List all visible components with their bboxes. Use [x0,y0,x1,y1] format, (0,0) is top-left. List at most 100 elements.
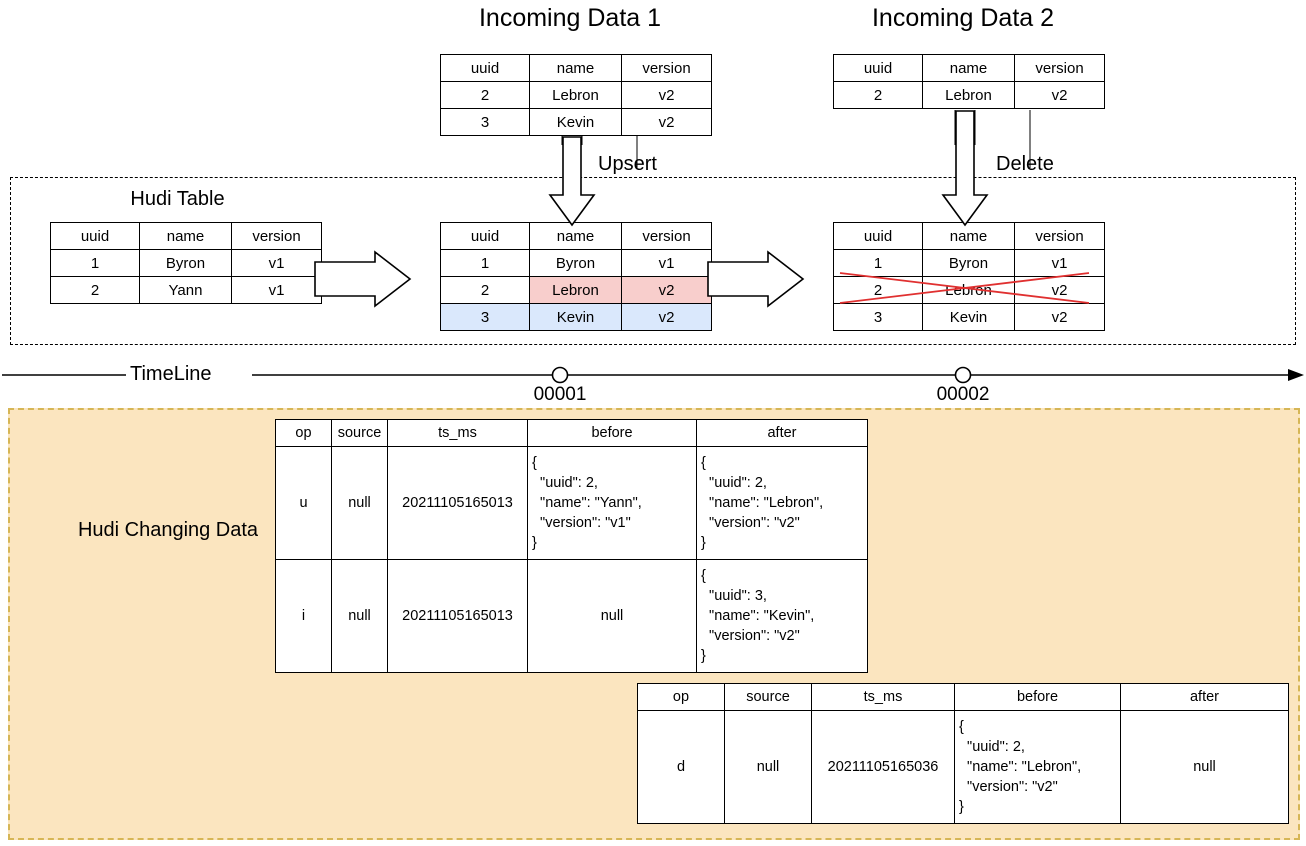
table-row-deleted: 2 Lebron v2 [833,276,1105,304]
column-header-name: name [139,222,232,250]
column-header-after: after [696,419,868,447]
cell-uuid: 2 [833,276,923,304]
hudi-changing-data-label: Hudi Changing Data [77,519,259,541]
cell-version: v2 [1014,276,1105,304]
cell-version: v1 [621,249,712,277]
hudi-table-after-delete: uuid name version 1 Byron v1 2 Lebron v2… [833,222,1105,331]
cell-uuid: 2 [50,276,140,304]
cell-uuid: 1 [833,249,923,277]
cell-version: v1 [231,276,322,304]
column-header-name: name [922,222,1015,250]
column-header-op: op [637,683,725,711]
cell-ts-ms: 20211105165013 [387,559,528,673]
column-header-version: version [1014,54,1105,82]
cell-op: u [275,446,332,560]
cell-uuid: 3 [440,108,530,136]
cell-version: v2 [621,81,712,109]
table-header-row: uuid name version [440,222,712,250]
cdc-row-update: u null 20211105165013 { "uuid": 2, "name… [275,446,868,560]
cell-before: { "uuid": 2, "name": "Yann", "version": … [527,446,697,560]
cell-version: v1 [231,249,322,277]
cell-name: Kevin [529,108,622,136]
table-header-row: uuid name version [833,54,1105,82]
cell-name: Lebron [529,81,622,109]
table-row: 2 Lebron v2 [440,81,712,109]
cell-version: v2 [621,303,712,331]
cell-uuid: 3 [833,303,923,331]
table-row: 3 Kevin v2 [440,108,712,136]
column-header-after: after [1120,683,1289,711]
cell-before: null [527,559,697,673]
table-row: 1 Byron v1 [833,249,1105,277]
table-row-updated: 2 Lebron v2 [440,276,712,304]
incoming-data-1-title: Incoming Data 1 [478,4,662,32]
column-header-name: name [922,54,1015,82]
timeline-label: TimeLine [130,363,212,385]
cdc-row-insert: i null 20211105165013 null { "uuid": 3, … [275,559,868,673]
cell-after: { "uuid": 2, "name": "Lebron", "version"… [696,446,868,560]
hudi-table-container [10,177,1296,345]
table-header-row: uuid name version [833,222,1105,250]
column-header-before: before [527,419,697,447]
cell-name: Kevin [922,303,1015,331]
column-header-source: source [724,683,812,711]
cell-uuid: 3 [440,303,530,331]
cell-before: { "uuid": 2, "name": "Lebron", "version"… [954,710,1121,824]
column-header-uuid: uuid [833,54,923,82]
cdc-table-commit-00002: op source ts_ms before after d null 2021… [637,683,1289,824]
delete-label: Delete [996,153,1054,175]
column-header-ts-ms: ts_ms [387,419,528,447]
column-header-version: version [621,222,712,250]
cell-name: Byron [922,249,1015,277]
column-header-uuid: uuid [50,222,140,250]
column-header-op: op [275,419,332,447]
cell-source: null [724,710,812,824]
column-header-name: name [529,222,622,250]
cell-name: Byron [139,249,232,277]
cdc-table-commit-00001: op source ts_ms before after u null 2021… [275,419,868,673]
cell-uuid: 1 [440,249,530,277]
cell-uuid: 2 [440,276,530,304]
incoming-data-2-table: uuid name version 2 Lebron v2 [833,54,1105,109]
timeline-marker-00001 [551,366,569,384]
timeline-marker-00002 [954,366,972,384]
cell-version: v2 [1014,81,1105,109]
table-row: 2 Lebron v2 [833,81,1105,109]
incoming-data-2-title: Incoming Data 2 [871,4,1055,32]
cell-ts-ms: 20211105165013 [387,446,528,560]
table-header-row: op source ts_ms before after [275,419,868,447]
cell-version: v2 [621,276,712,304]
column-header-source: source [331,419,388,447]
column-header-name: name [529,54,622,82]
table-header-row: uuid name version [440,54,712,82]
cell-name: Lebron [529,276,622,304]
column-header-before: before [954,683,1121,711]
cell-op: d [637,710,725,824]
column-header-version: version [231,222,322,250]
cell-uuid: 1 [50,249,140,277]
cell-after: null [1120,710,1289,824]
cell-uuid: 2 [440,81,530,109]
incoming-data-1-table: uuid name version 2 Lebron v2 3 Kevin v2 [440,54,712,136]
cell-name: Kevin [529,303,622,331]
cell-ts-ms: 20211105165036 [811,710,955,824]
timeline-commit-00001: 00001 [533,384,587,405]
column-header-version: version [1014,222,1105,250]
cell-name: Lebron [922,81,1015,109]
hudi-table-before: uuid name version 1 Byron v1 2 Yann v1 [50,222,322,304]
table-row: 1 Byron v1 [50,249,322,277]
cell-source: null [331,559,388,673]
column-header-uuid: uuid [440,222,530,250]
table-row: 3 Kevin v2 [833,303,1105,331]
cell-source: null [331,446,388,560]
table-row-inserted: 3 Kevin v2 [440,303,712,331]
cell-name: Yann [139,276,232,304]
cell-version: v2 [621,108,712,136]
cell-name: Lebron [922,276,1015,304]
timeline-commit-00002: 00002 [936,384,990,405]
upsert-label: Upsert [598,153,657,175]
column-header-uuid: uuid [833,222,923,250]
table-row: 2 Yann v1 [50,276,322,304]
cell-op: i [275,559,332,673]
cell-version: v2 [1014,303,1105,331]
